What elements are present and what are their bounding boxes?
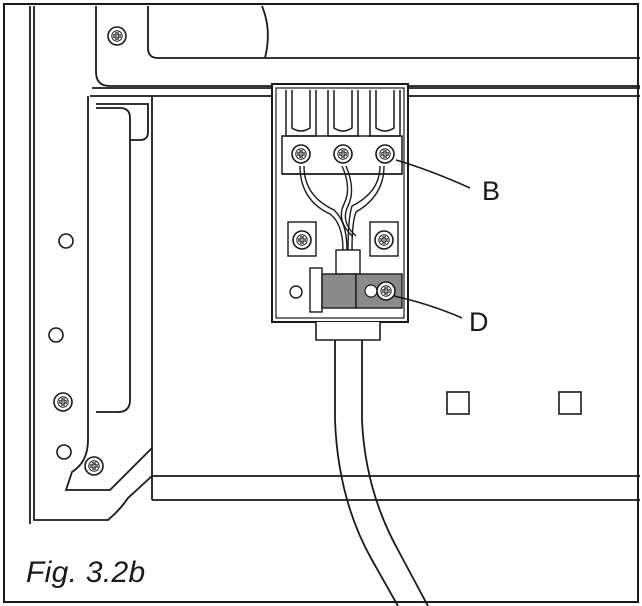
screw-rail-icon [53,392,73,412]
terminal-screw-3-icon [375,144,395,164]
mount-screw-right-icon [374,230,394,250]
callout-b-label: B [482,176,501,206]
callout-b-leader [395,159,471,189]
square-hole-1 [446,391,470,415]
mount-screw-left-icon [292,230,312,250]
top-panel [90,5,640,97]
left-rail [29,6,640,524]
screw-rail-bottom-icon [84,456,104,476]
terminal-screw-2-icon [333,144,353,164]
screw-top-left-icon [107,26,127,46]
outer-border [3,3,639,603]
rail-hole-3 [56,444,72,460]
terminal-block [271,83,409,341]
rail-hole-1 [58,233,74,249]
clamp-screw-icon [376,281,396,301]
callout-d-label: D [469,307,489,337]
power-cable [334,340,429,606]
figure-caption: Fig. 3.2b [26,556,146,589]
terminal-screw-1-icon [291,144,311,164]
rail-hole-2 [48,327,64,343]
callout-d-leader [393,295,463,319]
square-hole-2 [558,391,582,415]
